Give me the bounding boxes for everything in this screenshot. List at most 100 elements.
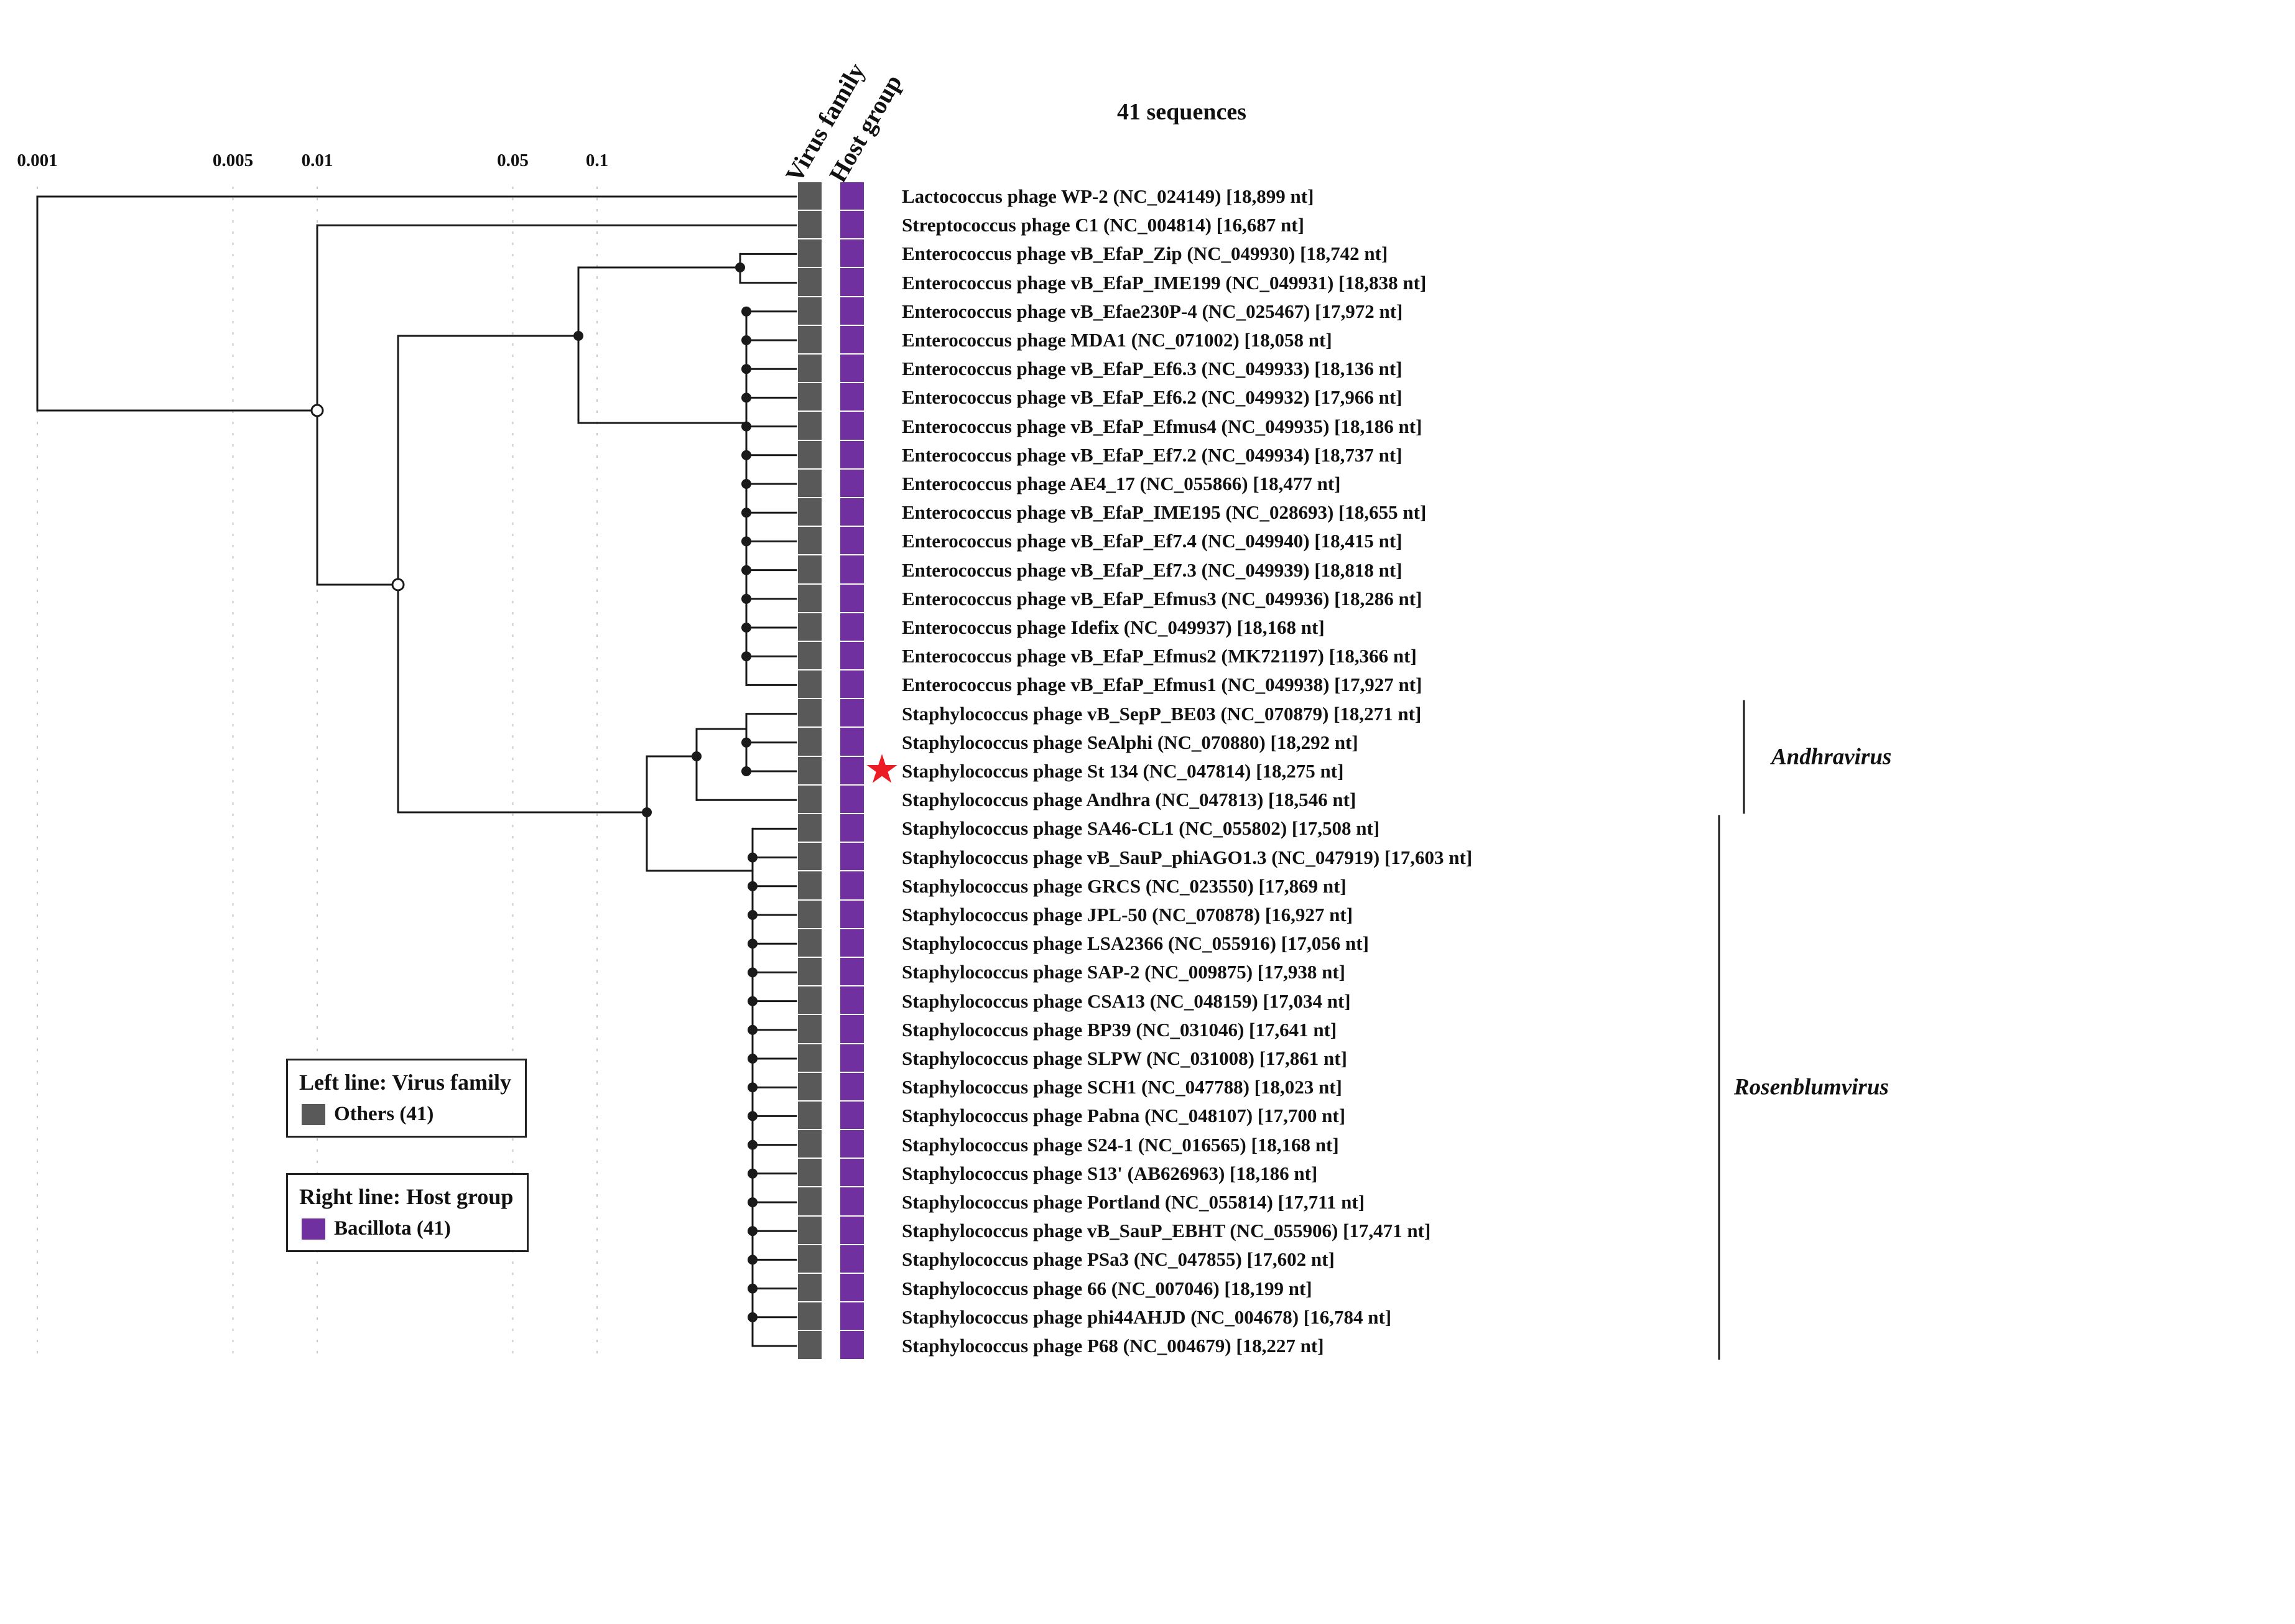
virus-family-cell — [798, 383, 822, 412]
taxon-label: Staphylococcus phage BP39 (NC_031046) [1… — [902, 1018, 1337, 1041]
host-group-cell — [840, 728, 864, 757]
host-group-cell — [840, 1130, 864, 1159]
virus-family-cell — [798, 239, 822, 269]
internal-node-dot — [748, 910, 758, 920]
internal-node-dot — [741, 479, 751, 489]
taxon-label: Staphylococcus phage PSa3 (NC_047855) [1… — [902, 1248, 1335, 1271]
virus-family-cell — [798, 297, 822, 326]
virus-family-cell — [798, 986, 822, 1016]
internal-node-dot — [741, 335, 751, 345]
virus-family-cell — [798, 469, 822, 498]
taxon-label: Staphylococcus phage SLPW (NC_031008) [1… — [902, 1047, 1347, 1069]
host-group-cell — [840, 469, 864, 498]
scale-tick-label: 0.1 — [585, 151, 609, 170]
taxon-label: Staphylococcus phage S24-1 (NC_016565) [… — [902, 1133, 1339, 1156]
taxon-label: Staphylococcus phage S13' (AB626963) [18… — [902, 1162, 1318, 1184]
host-group-cell — [840, 900, 864, 929]
others-swatch — [302, 1103, 325, 1125]
virus-family-cell — [798, 440, 822, 470]
taxon-label: Enterococcus phage vB_EfaP_Efmus1 (NC_04… — [902, 674, 1422, 696]
internal-node-dot — [741, 508, 751, 518]
taxon-label: Enterococcus phage Idefix (NC_049937) [1… — [902, 616, 1325, 638]
virus-family-cell — [798, 211, 822, 240]
host-group-cell — [840, 584, 864, 613]
others-label: Others (41) — [334, 1103, 434, 1125]
host-group-cell — [840, 1044, 864, 1073]
virus-family-cell — [798, 699, 822, 728]
host-group-cell — [840, 929, 864, 958]
taxon-label: Staphylococcus phage SCH1 (NC_047788) [1… — [902, 1076, 1342, 1098]
internal-node-dot — [735, 262, 745, 272]
host-group-cell — [840, 1274, 864, 1303]
taxon-label: Staphylococcus phage Andhra (NC_047813) … — [902, 789, 1356, 811]
host-group-cell — [840, 957, 864, 987]
host-group-cell — [840, 1072, 864, 1102]
internal-node-dot — [748, 881, 758, 891]
legend-host-group: Right line: Host group Bacillota (41) — [286, 1173, 529, 1252]
host-group-cell — [840, 239, 864, 269]
scale-tick-label: 0.001 — [17, 151, 58, 170]
virus-family-cell — [798, 1187, 822, 1217]
group-label-andhravirus: Andhravirus — [1771, 744, 1892, 770]
host-group-cell — [840, 440, 864, 470]
virus-family-cell — [798, 814, 822, 843]
host-group-cell — [840, 555, 864, 585]
internal-node-dot — [748, 967, 758, 978]
taxon-label: Enterococcus phage vB_EfaP_Ef7.4 (NC_049… — [902, 530, 1402, 552]
host-group-cell — [840, 383, 864, 412]
host-group-cell — [840, 670, 864, 700]
internal-node-dot — [741, 536, 751, 547]
virus-family-cell — [798, 527, 822, 556]
virus-family-cell — [798, 1072, 822, 1102]
host-group-cell — [840, 412, 864, 441]
taxon-label: Enterococcus phage AE4_17 (NC_055866) [1… — [902, 473, 1341, 494]
taxon-label: Staphylococcus phage JPL-50 (NC_070878) … — [902, 904, 1353, 926]
host-group-cell — [840, 756, 864, 786]
host-group-cell — [840, 527, 864, 556]
virus-family-cell — [798, 1331, 822, 1360]
internal-node-dot — [748, 1054, 758, 1064]
taxon-label: Staphylococcus phage St 134 (NC_047814) … — [902, 760, 1344, 782]
host-group-cell — [840, 814, 864, 843]
highlight-star-icon: ★ — [864, 747, 900, 792]
internal-node-dot — [748, 1312, 758, 1322]
internal-node-dot — [741, 565, 751, 575]
internal-node-dot — [748, 852, 758, 863]
virus-family-cell — [798, 756, 822, 786]
legend-host-group-item: Bacillota (41) — [299, 1217, 513, 1240]
host-group-cell — [840, 211, 864, 240]
host-group-cell — [840, 1101, 864, 1131]
internal-node-dot — [748, 1255, 758, 1265]
virus-family-cell — [798, 498, 822, 527]
host-group-cell — [840, 1015, 864, 1044]
host-group-cell — [840, 641, 864, 671]
virus-family-cell — [798, 555, 822, 585]
internal-node-dot — [573, 331, 583, 341]
internal-node-open-circle — [391, 578, 405, 592]
virus-family-cell — [798, 1216, 822, 1245]
virus-family-cell — [798, 900, 822, 929]
internal-node-dot — [741, 364, 751, 374]
group-brackets — [1718, 700, 1745, 1360]
host-group-cell — [840, 1245, 864, 1274]
taxon-label: Enterococcus phage vB_Efae230P-4 (NC_025… — [902, 300, 1403, 322]
taxon-label: Enterococcus phage vB_EfaP_IME199 (NC_04… — [902, 271, 1427, 294]
taxon-label: Staphylococcus phage 66 (NC_007046) [18,… — [902, 1277, 1312, 1299]
taxon-label: Staphylococcus phage SeAlphi (NC_070880)… — [902, 731, 1358, 753]
scale-tick-label: 0.05 — [497, 151, 529, 170]
internal-node-dot — [741, 651, 751, 662]
virus-family-cell — [798, 871, 822, 901]
virus-family-strip — [798, 182, 822, 1360]
taxon-label: Enterococcus phage vB_EfaP_Zip (NC_04993… — [902, 243, 1388, 265]
taxon-label: Staphylococcus phage LSA2366 (NC_055916)… — [902, 932, 1369, 955]
host-group-cell — [840, 1216, 864, 1245]
internal-node-dot — [748, 1082, 758, 1093]
internal-node-dot — [748, 1139, 758, 1150]
host-group-cell — [840, 182, 864, 211]
virus-family-cell — [798, 641, 822, 671]
taxon-label: Enterococcus phage vB_EfaP_Efmus3 (NC_04… — [902, 587, 1422, 610]
virus-family-cell — [798, 1302, 822, 1332]
taxon-label: Streptococcus phage C1 (NC_004814) [16,6… — [902, 214, 1304, 236]
taxon-label: Enterococcus phage vB_EfaP_Efmus4 (NC_04… — [902, 415, 1422, 437]
host-group-cell — [840, 1187, 864, 1217]
